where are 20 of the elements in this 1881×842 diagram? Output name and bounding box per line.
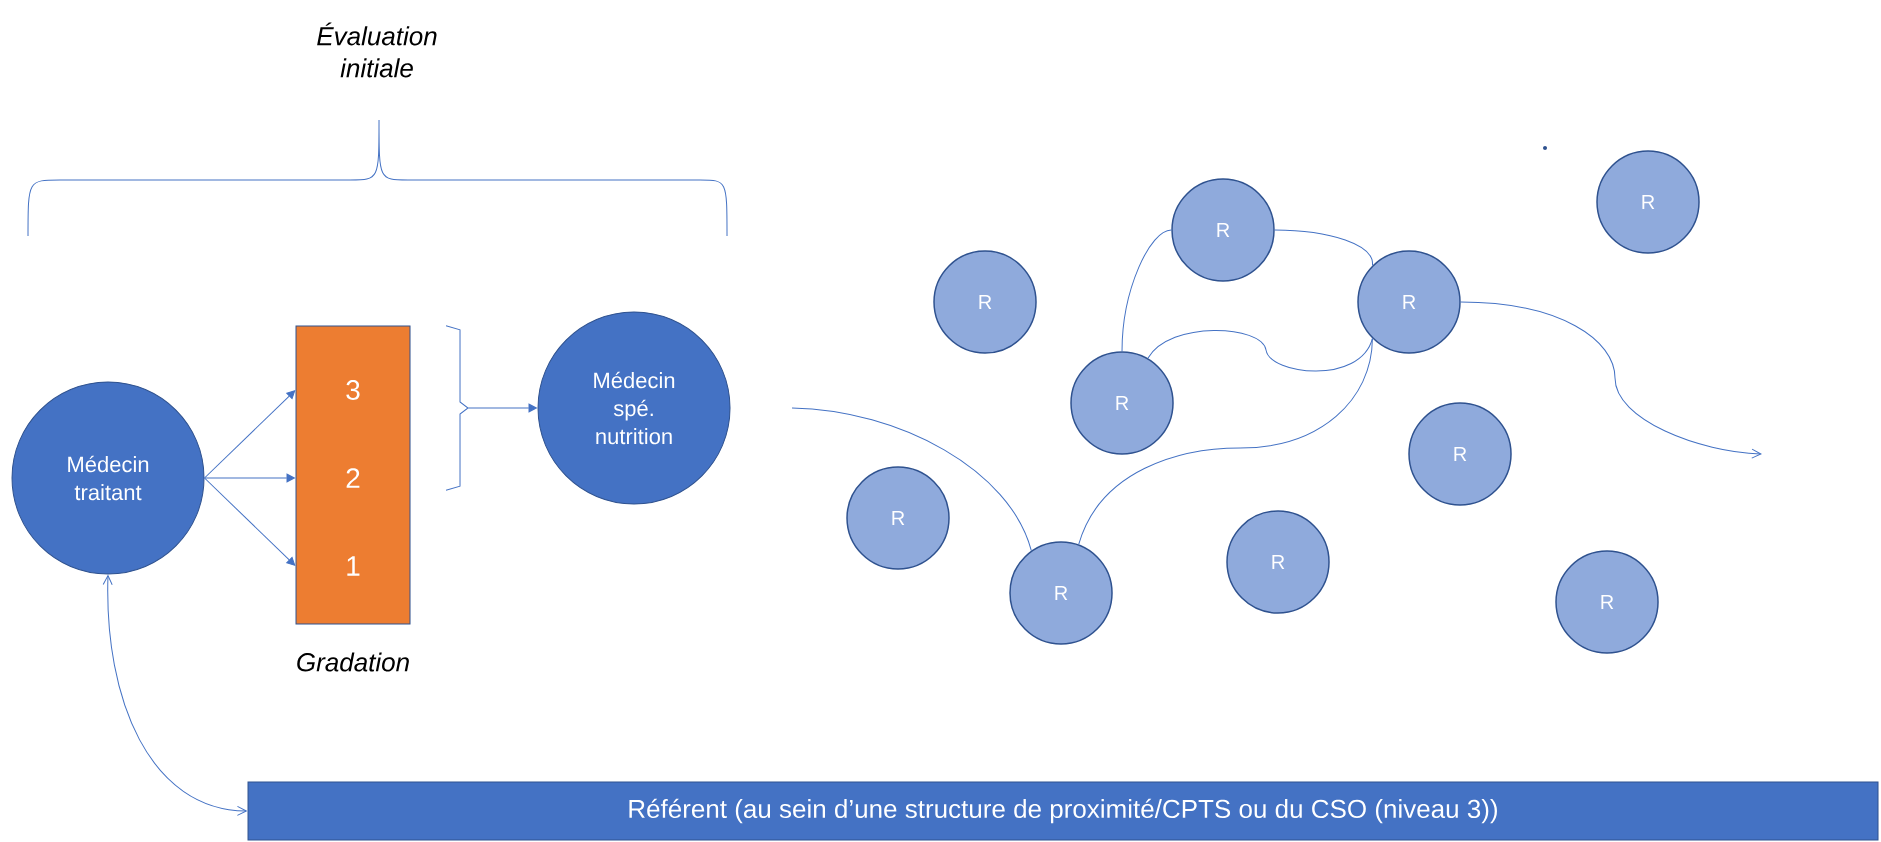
circle-node: Médecin traitant [11, 381, 205, 575]
connector-line [1078, 338, 1373, 545]
level-number: 1 [347, 556, 360, 576]
level-number: 3 [346, 380, 360, 400]
arrow [204, 390, 296, 479]
connector-line [1121, 229, 1172, 352]
arrow [204, 477, 296, 566]
gradation-bar [295, 325, 411, 625]
connector-line [791, 407, 1032, 552]
heading-text: Évaluation initiale [317, 22, 437, 78]
referent-bar: Référent (au sein d’une structure de proximité/CPTS ou du CSO (niveau 3)) [247, 781, 1879, 841]
connector-line [1147, 329, 1373, 372]
bracket-arrow [445, 325, 537, 491]
caption-text: Gradation [297, 652, 409, 672]
level-number: 2 [346, 468, 360, 488]
circle-node: Médecin spé. nutrition [537, 311, 731, 505]
arrow [102, 575, 247, 816]
arrow [204, 473, 295, 483]
arrow [1460, 301, 1762, 459]
connector-line [1274, 229, 1373, 266]
